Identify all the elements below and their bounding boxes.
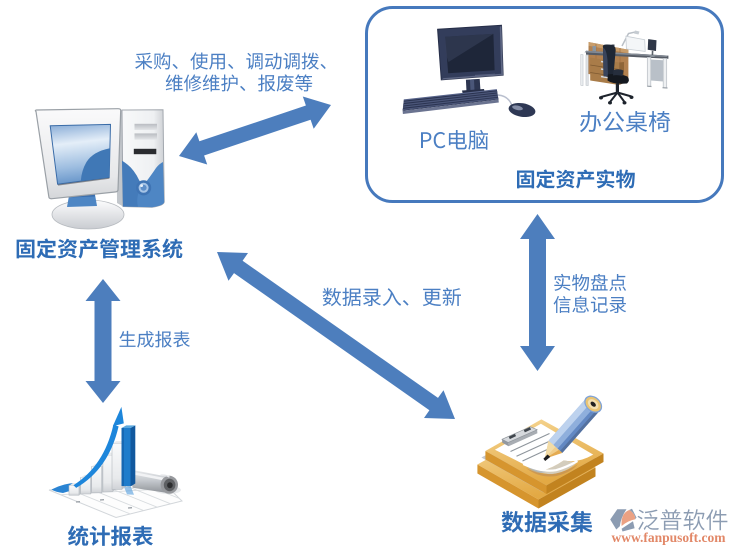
svg-text:www.fanpusoft.com: www.fanpusoft.com: [611, 530, 726, 545]
